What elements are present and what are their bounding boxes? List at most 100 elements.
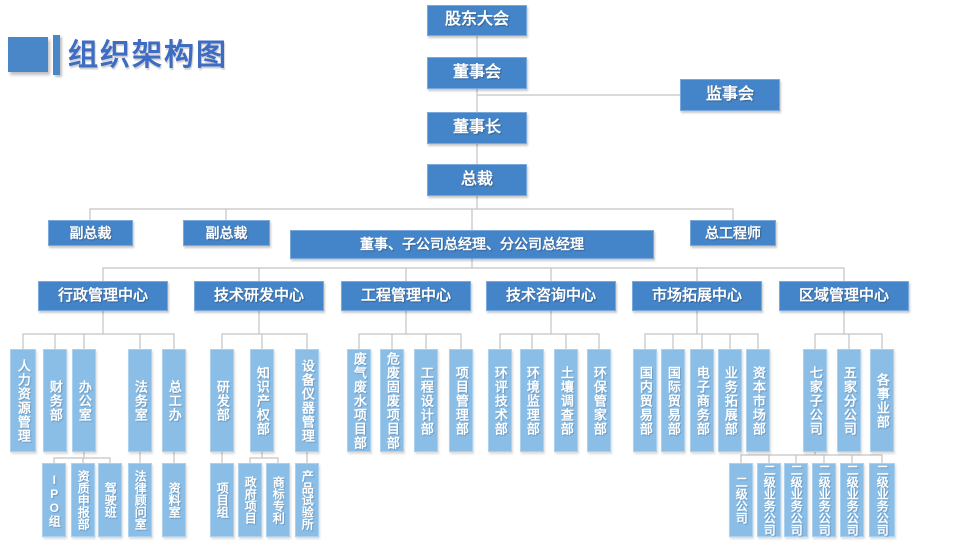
- title-bar-decoration: [53, 35, 60, 75]
- org-node-label: 行政管理中心: [57, 287, 148, 305]
- org-node-label: 业务拓展部: [722, 365, 738, 436]
- org-node-label: 法务室: [132, 379, 148, 422]
- org-node-label: 项目管理部: [453, 365, 469, 436]
- org-node-finance-dept: 财务部: [43, 349, 67, 452]
- org-node-label: 技术研发中心: [213, 287, 304, 305]
- org-node-label: 资料室: [167, 482, 182, 518]
- org-node-label: 区域管理中心: [798, 287, 889, 305]
- org-node-label: 二级业务公司: [762, 464, 777, 536]
- org-node-project-group: 项目组: [210, 463, 234, 537]
- org-node-label: 驾驶班: [103, 482, 118, 518]
- org-node-product-test-institute: 产品试验所: [295, 463, 319, 537]
- org-node-label: 总工办: [166, 379, 182, 422]
- org-node-label: 环保管家部: [591, 365, 607, 436]
- org-node-five-branches: 五家分公司: [837, 349, 861, 452]
- org-node-env-steward-dept: 环保管家部: [587, 349, 611, 452]
- connector-line: [740, 454, 883, 463]
- org-node-board-of-directors: 董事会: [427, 57, 527, 89]
- connector-line: [53, 457, 111, 463]
- org-node-label: 商标专利: [271, 476, 286, 524]
- org-node-label: 市场拓展中心: [651, 287, 742, 305]
- org-node-chief-engineer: 总工程师: [690, 220, 776, 246]
- org-node-qualification-application-dept: 资质申报部: [71, 463, 95, 537]
- org-node-label: 财务部: [47, 379, 63, 422]
- org-node-ecommerce-dept: 电子商务部: [690, 349, 714, 452]
- org-node-regional-center: 区域管理中心: [779, 281, 909, 311]
- org-node-label: 董事长: [452, 118, 501, 136]
- org-node-ipo-group: IPO组: [42, 463, 66, 537]
- org-node-label: 资本市场部: [750, 365, 766, 436]
- title-square-decoration: [8, 37, 48, 72]
- org-node-hazardous-solid-waste-dept: 危废固废项目部: [380, 349, 404, 452]
- org-node-label: 废气废水项目部: [351, 351, 367, 450]
- org-node-project-management-dept: 项目管理部: [449, 349, 473, 452]
- connector-line: [221, 333, 308, 349]
- org-node-label: 环境监理部: [524, 365, 540, 436]
- org-node-soil-survey-dept: 土壤调查部: [554, 349, 578, 452]
- org-node-label: 二级业务公司: [875, 464, 890, 536]
- org-node-label: 工程设计部: [418, 365, 434, 436]
- org-node-second-level-business-company-3: 二级业务公司: [812, 463, 836, 537]
- org-node-archives-room: 资料室: [162, 463, 186, 537]
- connector-line: [22, 333, 175, 349]
- page-title: 组织架构图: [68, 39, 228, 72]
- org-node-rd-center: 技术研发中心: [194, 281, 324, 311]
- org-node-market-center: 市场拓展中心: [632, 281, 762, 311]
- org-node-label: 土壤调查部: [558, 365, 574, 436]
- org-node-label: 二级业务公司: [845, 464, 860, 536]
- org-node-label: 危废固废项目部: [384, 351, 400, 450]
- org-node-label: 董事、子公司总经理、分公司总经理: [360, 236, 584, 253]
- org-node-label: 电子商务部: [694, 365, 710, 436]
- org-node-international-trade-dept: 国际贸易部: [661, 349, 685, 452]
- org-node-label: 副总裁: [69, 224, 112, 241]
- org-node-label: 政府项目: [243, 476, 258, 524]
- org-node-label: 股东大会: [444, 11, 509, 29]
- org-node-supervisory-board: 监事会: [680, 79, 780, 111]
- org-node-president: 总裁: [427, 164, 527, 196]
- org-node-vice-president-1: 副总裁: [48, 220, 133, 246]
- org-node-waste-gas-water-dept: 废气废水项目部: [347, 349, 371, 452]
- org-node-label: 各事业部: [874, 372, 890, 429]
- org-node-shareholders-meeting: 股东大会: [427, 5, 527, 36]
- org-node-label: 人力资源管理: [15, 358, 31, 443]
- connector-line: [499, 333, 600, 349]
- org-node-label: 二级公司: [734, 476, 749, 524]
- org-node-equipment-management: 设备仪器管理: [295, 349, 319, 452]
- org-node-government-projects: 政府项目: [238, 463, 262, 537]
- org-node-label: 监事会: [705, 85, 754, 103]
- org-node-label: 产品试验所: [300, 470, 315, 530]
- org-node-ip-dept: 知识产权部: [250, 349, 274, 452]
- org-node-label: 项目组: [215, 482, 230, 518]
- org-node-label: 二级业务公司: [817, 464, 832, 536]
- org-node-office: 办公室: [72, 349, 96, 452]
- org-node-label: 办公室: [76, 379, 92, 422]
- org-node-seven-subsidiaries: 七家子公司: [803, 349, 827, 452]
- org-node-label: 环评技术部: [492, 365, 508, 436]
- org-node-env-supervision-dept: 环境监理部: [520, 349, 544, 452]
- org-node-driver-team: 驾驶班: [98, 463, 122, 537]
- org-node-domestic-trade-dept: 国内贸易部: [633, 349, 657, 452]
- org-node-label: 资质申报部: [76, 470, 91, 530]
- org-node-admin-center: 行政管理中心: [38, 281, 168, 311]
- org-node-trademark-patent: 商标专利: [266, 463, 290, 537]
- org-node-label: 知识产权部: [254, 365, 270, 436]
- org-node-rd-dept: 研发部: [210, 349, 234, 452]
- org-node-label: 国际贸易部: [665, 365, 681, 436]
- org-node-label: 副总裁: [205, 224, 248, 241]
- org-node-label: 总裁: [460, 170, 493, 188]
- org-node-label: IPO组: [47, 473, 62, 527]
- org-node-label: 五家分公司: [841, 365, 857, 436]
- org-node-label: 设备仪器管理: [299, 358, 315, 443]
- org-node-engineering-design-dept: 工程设计部: [414, 349, 438, 452]
- org-node-label: 研发部: [214, 379, 230, 422]
- org-node-chairman: 董事长: [427, 112, 527, 144]
- org-node-label: 二级业务公司: [789, 464, 804, 536]
- connector-line: [89, 208, 734, 220]
- org-node-label: 七家子公司: [807, 365, 823, 436]
- org-node-consulting-center: 技术咨询中心: [486, 281, 616, 311]
- org-node-chief-engineer-office: 总工办: [162, 349, 186, 452]
- org-node-engineering-center: 工程管理中心: [341, 281, 471, 311]
- connector-line: [249, 457, 279, 463]
